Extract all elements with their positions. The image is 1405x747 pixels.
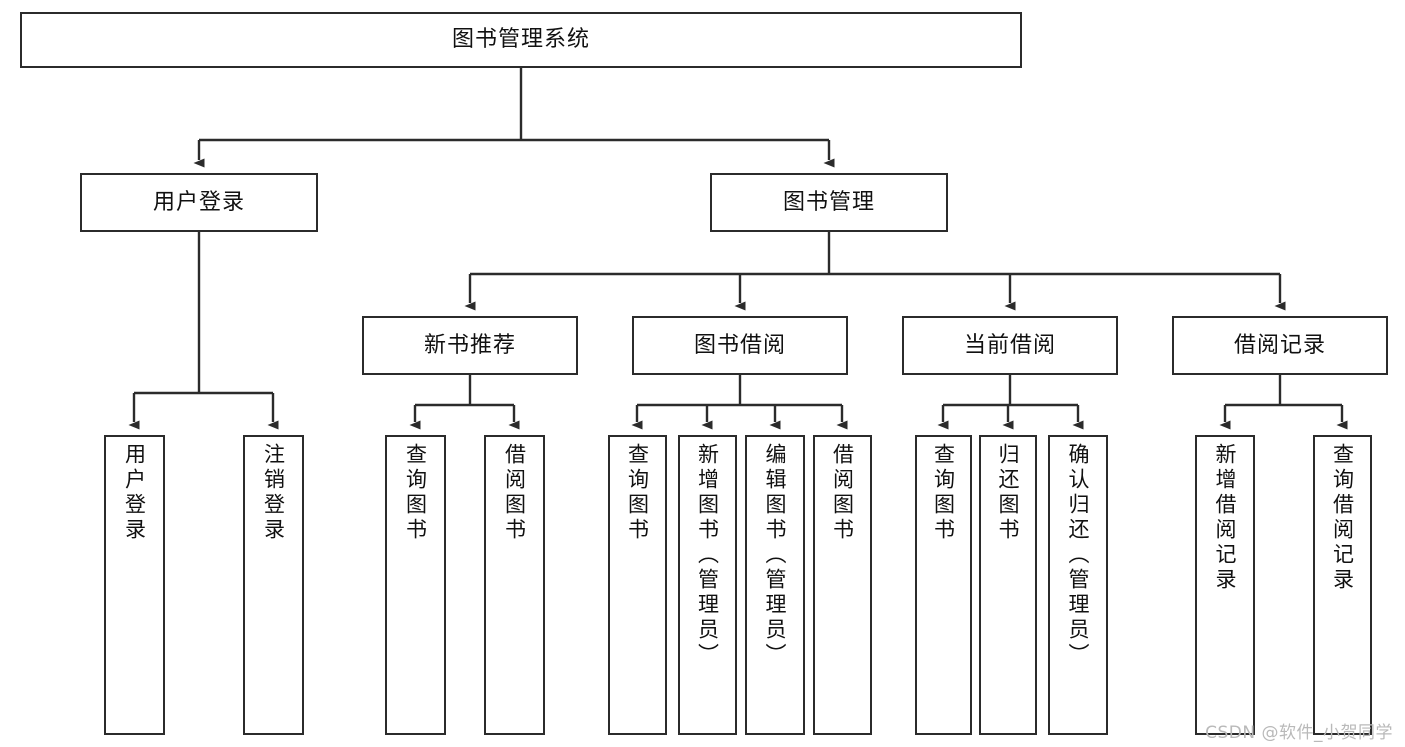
node-leaf-query-record-label: 查询借阅记录 xyxy=(1330,443,1355,593)
node-leaf-edit-book-label: 编辑图书（管理员） xyxy=(763,443,788,668)
csdn-watermark: CSDN @软件_小贺同学 xyxy=(1205,723,1393,743)
node-leaf-confirm-return[interactable]: 确认归还（管理员） xyxy=(1048,435,1108,735)
node-leaf-edit-book[interactable]: 编辑图书（管理员） xyxy=(745,435,805,735)
node-borrow-record-label: 借阅记录 xyxy=(1233,332,1326,358)
node-leaf-query-book-3[interactable]: 查询图书 xyxy=(915,435,972,735)
node-leaf-query-record[interactable]: 查询借阅记录 xyxy=(1313,435,1372,735)
node-leaf-return-book-label: 归还图书 xyxy=(996,443,1021,543)
node-leaf-confirm-return-label: 确认归还（管理员） xyxy=(1066,443,1091,668)
node-leaf-borrow-book-1-label: 借阅图书 xyxy=(502,443,527,543)
node-book-manage[interactable]: 图书管理 xyxy=(710,173,948,232)
node-user-login-label: 用户登录 xyxy=(152,189,245,215)
node-leaf-user-login-label: 用户登录 xyxy=(122,443,147,543)
node-leaf-query-book-2-label: 查询图书 xyxy=(625,443,650,543)
node-new-book-rec-label: 新书推荐 xyxy=(423,332,516,358)
node-leaf-query-book-2[interactable]: 查询图书 xyxy=(608,435,667,735)
node-leaf-query-book-3-label: 查询图书 xyxy=(931,443,956,543)
node-leaf-user-logout-label: 注销登录 xyxy=(261,443,286,543)
node-current-borrow-label: 当前借阅 xyxy=(963,332,1056,358)
node-current-borrow[interactable]: 当前借阅 xyxy=(902,316,1118,375)
node-new-book-rec[interactable]: 新书推荐 xyxy=(362,316,578,375)
node-leaf-borrow-book-2[interactable]: 借阅图书 xyxy=(813,435,872,735)
node-leaf-user-logout[interactable]: 注销登录 xyxy=(243,435,304,735)
node-leaf-add-record-label: 新增借阅记录 xyxy=(1213,443,1238,593)
node-user-login[interactable]: 用户登录 xyxy=(80,173,318,232)
node-book-manage-label: 图书管理 xyxy=(782,189,875,215)
node-root[interactable]: 图书管理系统 xyxy=(20,12,1022,68)
node-book-borrow-label: 图书借阅 xyxy=(693,332,786,358)
node-leaf-return-book[interactable]: 归还图书 xyxy=(979,435,1037,735)
node-root-label: 图书管理系统 xyxy=(451,27,590,53)
node-leaf-query-book-1-label: 查询图书 xyxy=(403,443,428,543)
node-leaf-query-book-1[interactable]: 查询图书 xyxy=(385,435,446,735)
node-book-borrow[interactable]: 图书借阅 xyxy=(632,316,848,375)
node-leaf-borrow-book-2-label: 借阅图书 xyxy=(830,443,855,543)
node-leaf-borrow-book-1[interactable]: 借阅图书 xyxy=(484,435,545,735)
node-leaf-add-book-label: 新增图书（管理员） xyxy=(695,443,720,668)
node-leaf-add-book[interactable]: 新增图书（管理员） xyxy=(678,435,737,735)
node-leaf-add-record[interactable]: 新增借阅记录 xyxy=(1195,435,1255,735)
node-borrow-record[interactable]: 借阅记录 xyxy=(1172,316,1388,375)
node-leaf-user-login[interactable]: 用户登录 xyxy=(104,435,165,735)
